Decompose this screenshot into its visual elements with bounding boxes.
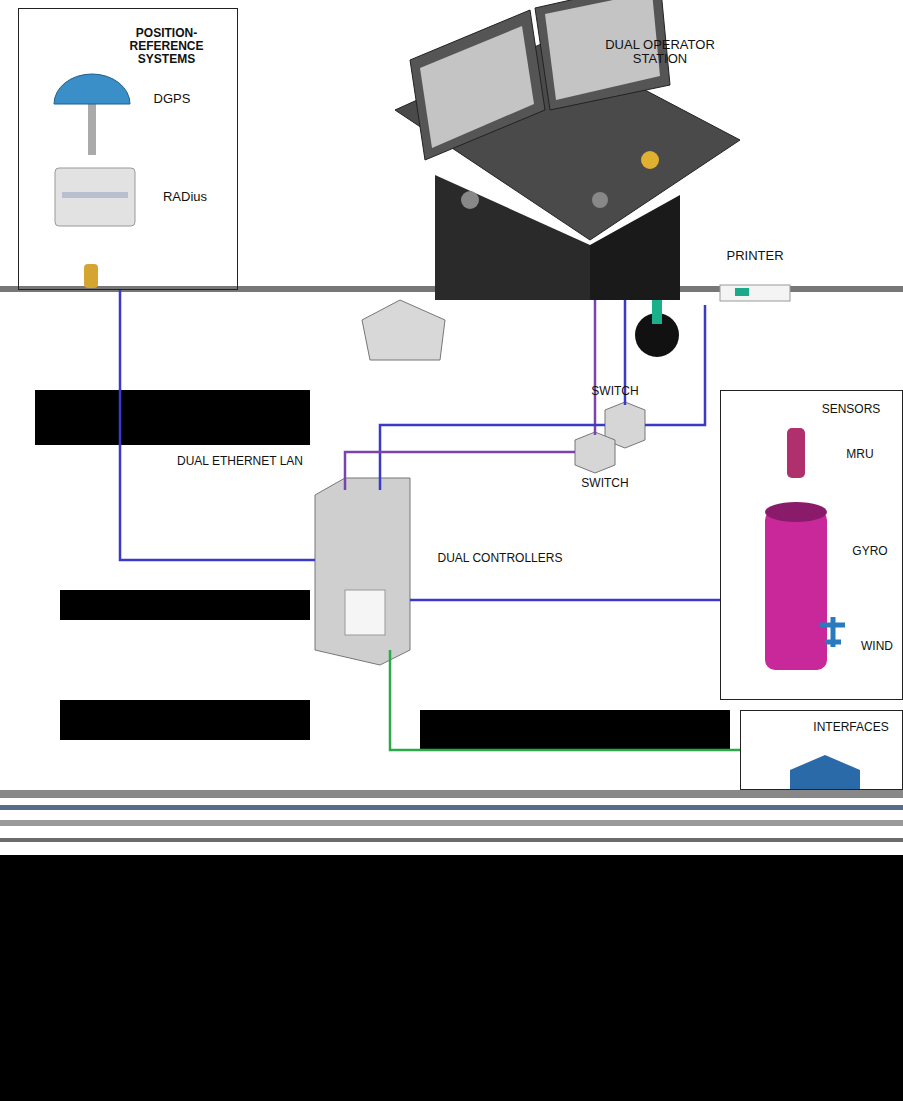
operator-station: DUAL OPERATOR STATION — [390, 20, 745, 300]
io-cable — [390, 650, 740, 750]
glitch-line — [0, 805, 903, 810]
glitch-line — [0, 820, 903, 826]
node-title: DUAL OPERATOR STATION — [595, 38, 725, 67]
sensor-label: MRU — [830, 448, 890, 461]
wind-sensor — [820, 617, 845, 647]
cabinet-door — [345, 590, 385, 635]
node-title: INTERFACES — [801, 721, 901, 734]
ethernet-link — [345, 452, 575, 490]
network-switch: SWITCH — [575, 435, 615, 470]
reference-sensor — [84, 264, 98, 288]
ups-detail — [652, 300, 662, 324]
ethernet-link — [120, 290, 315, 560]
joystick — [461, 191, 479, 209]
ethernet-link — [410, 599, 720, 602]
network-label: DUAL ETHERNET LAN — [175, 455, 305, 468]
device-label: DGPS — [142, 92, 202, 106]
glitch-line — [0, 838, 903, 842]
black-band — [0, 855, 903, 1101]
glitch-line — [0, 790, 903, 798]
network-device — [362, 300, 445, 360]
console-monitor — [410, 10, 545, 160]
glitch-block — [60, 590, 310, 620]
monitor-screen — [420, 26, 534, 148]
node-title: PRINTER — [715, 249, 795, 263]
ethernet-link — [645, 305, 705, 425]
radius-panel — [55, 168, 135, 226]
ethernet-link — [380, 425, 605, 490]
controller-cabinet: DUAL CONTROLLERS — [315, 490, 410, 650]
controller-cabinet — [315, 478, 410, 665]
network-switch: SWITCH — [605, 405, 645, 445]
node-title: POSITION-REFERENCE SYSTEMS — [119, 27, 214, 67]
gyro-top — [765, 502, 827, 522]
ethernet-link — [594, 300, 597, 435]
sensor-label: WIND — [852, 640, 902, 653]
glitch-block — [420, 710, 730, 750]
node-title: SENSORS — [801, 403, 901, 416]
interface-unit — [790, 755, 860, 790]
printer-icon — [720, 285, 790, 301]
printer-detail — [735, 288, 749, 296]
node-title: SWITCH — [575, 477, 635, 490]
antenna-pole — [88, 100, 96, 155]
glitch-block — [35, 390, 310, 445]
group-box: INTERFACES — [740, 710, 903, 790]
printer: PRINTER — [700, 245, 810, 305]
node-title: DUAL CONTROLLERS — [435, 552, 565, 565]
radius-stripe — [62, 192, 128, 198]
group-box: POSITION-REFERENCE SYSTEMS — [18, 8, 238, 290]
sensor-label: GYRO — [840, 545, 900, 558]
joystick — [592, 192, 608, 208]
joystick — [641, 151, 659, 169]
device-label: RADius — [150, 190, 220, 204]
mru-sensor — [787, 428, 805, 478]
glitch-block — [60, 700, 310, 740]
gyro-sensor — [765, 510, 827, 670]
node-title: SWITCH — [585, 385, 645, 398]
dgps-dome — [54, 74, 130, 104]
switch-cube — [575, 432, 615, 473]
